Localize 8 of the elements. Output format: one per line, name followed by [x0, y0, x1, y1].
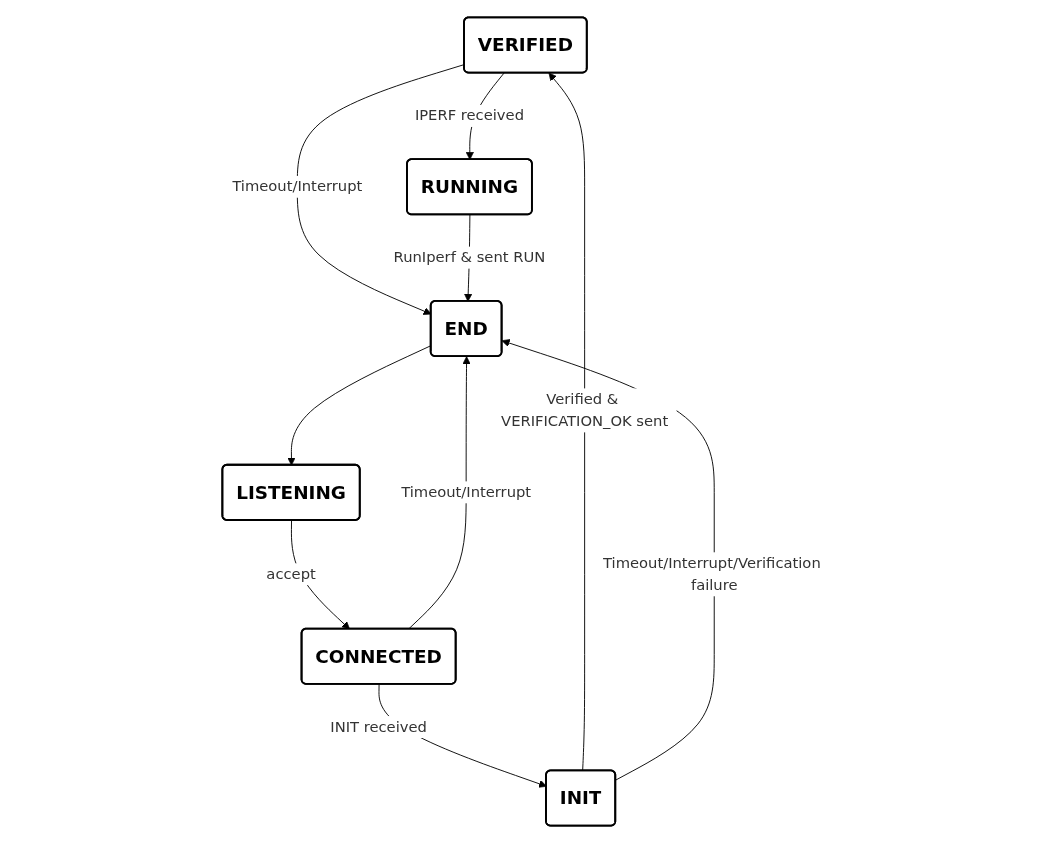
edge-label: Timeout/Interrupt/Verification failure: [602, 554, 821, 594]
edge-label: RunIperf & sent RUN: [393, 248, 545, 266]
edge-label: Timeout/Interrupt: [400, 483, 531, 501]
edge-label: accept: [265, 565, 316, 583]
edge-label: Verified & VERIFICATION_OK sent: [500, 390, 668, 430]
edge-label: IPERF received: [414, 106, 524, 125]
edge-label: Timeout/Interrupt: [231, 177, 362, 196]
edge-label: INIT received: [329, 717, 427, 736]
